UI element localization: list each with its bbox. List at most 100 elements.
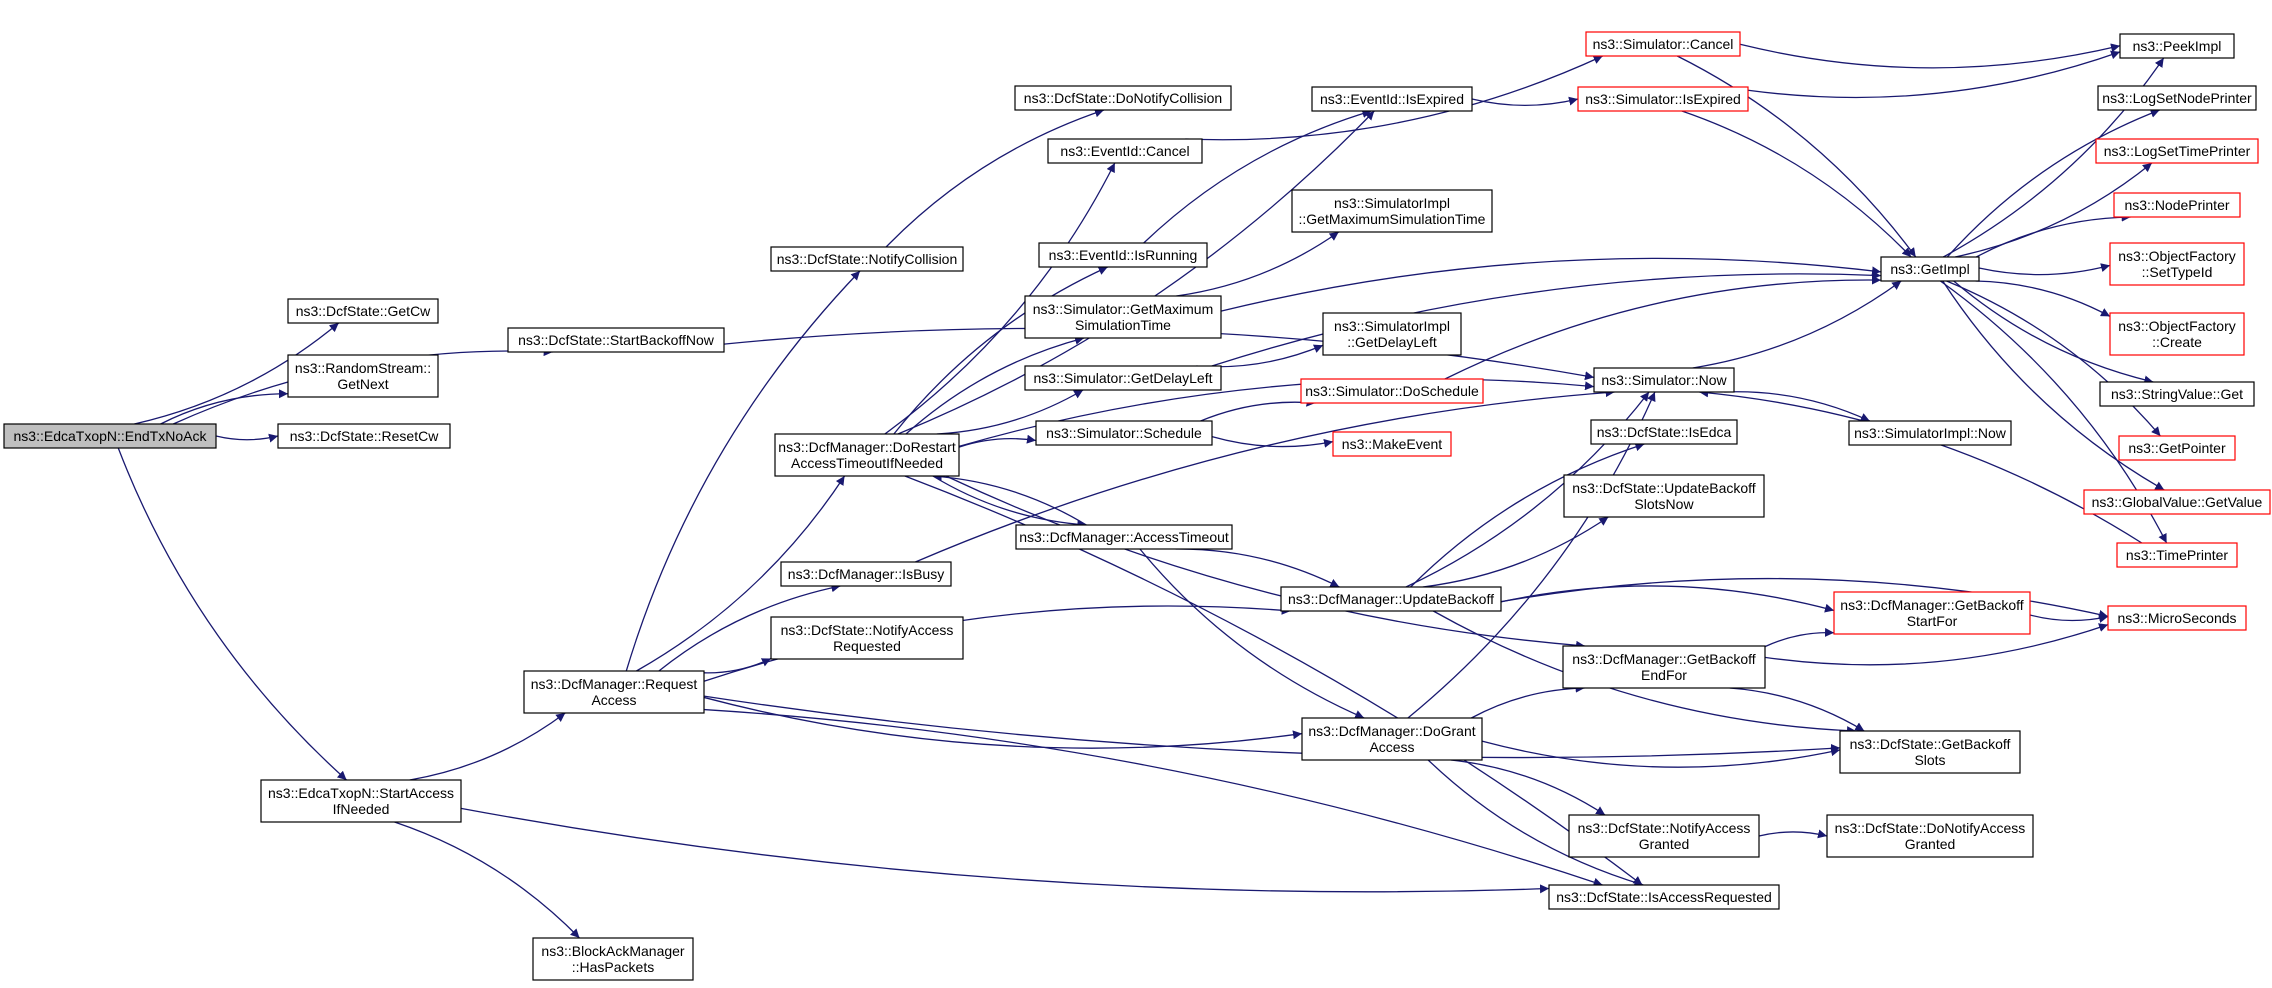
node-box[interactable] [2109,242,2245,286]
node-stringvalueget[interactable]: ns3::StringValue::Get [2099,381,2255,407]
node-box[interactable] [770,246,964,272]
node-box[interactable] [287,354,439,398]
node-ofcreate[interactable]: ns3::ObjectFactory::Create [2109,312,2245,356]
node-box[interactable] [1577,86,1749,112]
node-box[interactable] [1014,85,1232,111]
node-box[interactable] [2083,489,2271,515]
node-box[interactable] [774,433,960,477]
node-makeevent[interactable]: ns3::MakeEvent [1332,431,1452,457]
node-acctimeout[interactable]: ns3::DcfManager::AccessTimeout [1015,524,1233,550]
node-box[interactable] [770,616,964,660]
node-box[interactable] [1562,645,1766,689]
node-box[interactable] [523,670,705,714]
node-simdoschedule[interactable]: ns3::Simulator::DoSchedule [1300,378,1484,404]
node-box[interactable] [1568,814,1760,858]
node-box[interactable] [1563,474,1765,518]
node-evisexpired[interactable]: ns3::EventId::IsExpired [1311,86,1473,112]
node-implgetmax[interactable]: ns3::SimulatorImpl::GetMaximumSimulation… [1291,189,1493,233]
node-box[interactable] [1047,138,1203,164]
node-notifycoll[interactable]: ns3::DcfState::NotifyCollision [770,246,964,272]
node-lognodeprinter[interactable]: ns3::LogSetNodePrinter [2097,85,2257,111]
node-resetcw[interactable]: ns3::DcfState::ResetCw [277,423,451,449]
node-simgetdelay[interactable]: ns3::Simulator::GetDelayLeft [1024,365,1222,391]
node-box[interactable] [277,423,451,449]
node-getcw[interactable]: ns3::DcfState::GetCw [287,298,439,324]
node-logtimeprinter[interactable]: ns3::LogSetTimePrinter [2095,138,2259,164]
node-box[interactable] [287,298,439,324]
node-box[interactable] [2109,312,2245,356]
node-box[interactable] [2118,435,2236,461]
node-box[interactable] [1548,884,1780,910]
node-box[interactable] [1015,524,1233,550]
node-startbackoff[interactable]: ns3::DcfState::StartBackoffNow [507,327,725,353]
node-box[interactable] [1839,730,2021,774]
node-implgetdelay[interactable]: ns3::SimulatorImpl::GetDelayLeft [1322,312,1462,356]
node-box[interactable] [3,423,217,449]
node-box[interactable] [1848,420,2012,446]
node-box[interactable] [1590,419,1738,445]
node-simisexpired[interactable]: ns3::Simulator::IsExpired [1577,86,1749,112]
node-box[interactable] [1300,378,1484,404]
node-box[interactable] [1332,431,1452,457]
node-box[interactable] [260,779,462,823]
node-box[interactable] [1880,256,1980,282]
node-ofsettypeid[interactable]: ns3::ObjectFactory::SetTypeId [2109,242,2245,286]
node-box[interactable] [1038,242,1208,268]
node-isedca[interactable]: ns3::DcfState::IsEdca [1590,419,1738,445]
node-box[interactable] [1311,86,1473,112]
node-donotifycoll[interactable]: ns3::DcfState::DoNotifyCollision [1014,85,1232,111]
node-hasPackets[interactable]: ns3::BlockAckManager::HasPackets [532,937,694,981]
node-box[interactable] [1322,312,1462,356]
node-box[interactable] [2113,192,2241,218]
node-box[interactable] [2099,381,2255,407]
node-box[interactable] [1826,814,2034,858]
node-box[interactable] [1280,586,1502,612]
node-simcancel[interactable]: ns3::Simulator::Cancel [1585,31,1741,57]
node-timeprinter[interactable]: ns3::TimePrinter [2116,542,2238,568]
node-box[interactable] [532,937,694,981]
node-box[interactable] [2097,85,2257,111]
node-simschedule[interactable]: ns3::Simulator::Schedule [1035,420,1213,446]
node-box[interactable] [1593,367,1735,393]
node-evisrunning[interactable]: ns3::EventId::IsRunning [1038,242,1208,268]
node-getimpl[interactable]: ns3::GetImpl [1880,256,1980,282]
node-box[interactable] [1301,717,1483,761]
node-box[interactable] [2116,542,2238,568]
node-peekimpl[interactable]: ns3::PeekImpl [2119,33,2235,59]
node-simgetmax[interactable]: ns3::Simulator::GetMaximumSimulationTime [1024,295,1222,339]
node-box[interactable] [2095,138,2259,164]
node-microseconds[interactable]: ns3::MicroSeconds [2107,605,2247,631]
node-updatebackoff[interactable]: ns3::DcfManager::UpdateBackoff [1280,586,1502,612]
node-implnow[interactable]: ns3::SimulatorImpl::Now [1848,420,2012,446]
node-box[interactable] [2107,605,2247,631]
node-nodeprinter[interactable]: ns3::NodePrinter [2113,192,2241,218]
node-box[interactable] [1024,365,1222,391]
node-rsgetnext[interactable]: ns3::RandomStream::GetNext [287,354,439,398]
node-box[interactable] [1585,31,1741,57]
node-box[interactable] [1035,420,1213,446]
node-evcancel[interactable]: ns3::EventId::Cancel [1047,138,1203,164]
node-box[interactable] [1024,295,1222,339]
node-isbusy[interactable]: ns3::DcfManager::IsBusy [780,561,952,587]
node-box[interactable] [780,561,952,587]
node-box[interactable] [2119,33,2235,59]
node-getpointer[interactable]: ns3::GetPointer [2118,435,2236,461]
node-simnow[interactable]: ns3::Simulator::Now [1593,367,1735,393]
node-box[interactable] [1833,591,2031,635]
node-box[interactable] [1291,189,1493,233]
node-globalvalueget[interactable]: ns3::GlobalValue::GetValue [2083,489,2271,515]
node-box[interactable] [507,327,725,353]
node-isaccreq[interactable]: ns3::DcfState::IsAccessRequested [1548,884,1780,910]
node-dorestart[interactable]: ns3::DcfManager::DoRestartAccessTimeoutI… [774,433,960,477]
node-endtx[interactable]: ns3::EdcaTxopN::EndTxNoAck [3,423,217,449]
